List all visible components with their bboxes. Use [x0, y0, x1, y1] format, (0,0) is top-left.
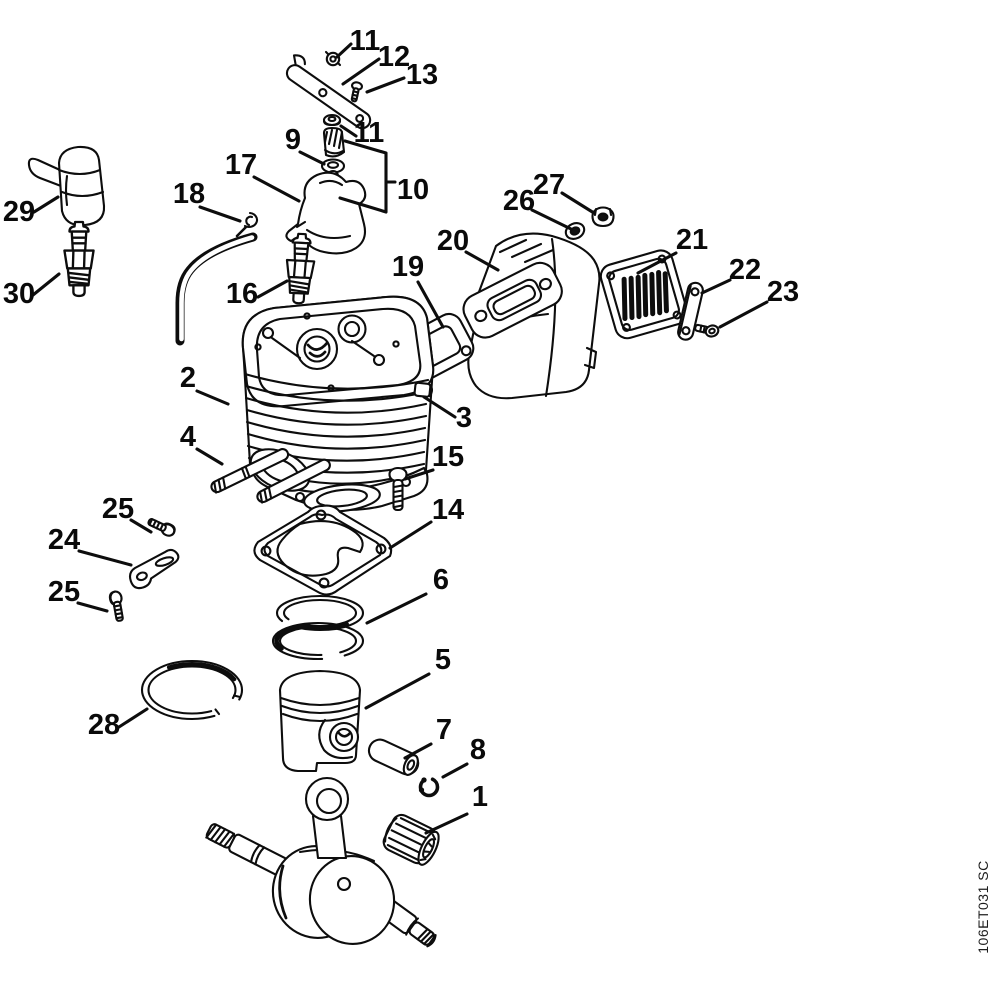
- leader-line: [129, 518, 153, 534]
- callout-2: 2: [180, 362, 196, 394]
- leader-line: [403, 742, 433, 760]
- callout-19: 19: [392, 251, 424, 283]
- clamp-bracket: [128, 548, 180, 590]
- callout-3: 3: [456, 402, 472, 434]
- callout-28: 28: [88, 709, 120, 741]
- pin-circlip: [418, 776, 440, 798]
- leader-line: [636, 251, 678, 275]
- callout-labels: 11 12 13 9 11 10 17 18 29 26 27 20 21 19…: [3, 25, 799, 813]
- cylinder: [241, 295, 435, 513]
- valve-body: [322, 126, 346, 158]
- leader-line: [422, 395, 457, 419]
- muffler: [462, 232, 601, 400]
- callout-6: 6: [433, 564, 449, 596]
- callout-10: 10: [397, 174, 429, 206]
- leader-line: [252, 175, 301, 203]
- callout-11-valve: 11: [354, 117, 385, 149]
- screen-bracket: [677, 281, 704, 341]
- leader-line: [700, 278, 732, 295]
- base-gasket: [253, 504, 393, 596]
- spark-arrestor-screen: [599, 249, 689, 340]
- leader-line: [256, 279, 289, 299]
- leader-line: [198, 205, 242, 223]
- piston-rings: [271, 594, 365, 661]
- leader-line: [718, 300, 769, 329]
- leader-line: [364, 672, 431, 710]
- callout-27: 27: [533, 169, 565, 201]
- muffler-washer: [564, 222, 586, 240]
- callout-8: 8: [470, 734, 486, 766]
- leader-line: [424, 812, 469, 835]
- stud-pin: [210, 448, 290, 494]
- leader-line: [388, 520, 433, 550]
- callout-26: 26: [503, 185, 535, 217]
- spark-plug-left: [63, 220, 95, 298]
- callout-1: 1: [472, 781, 488, 813]
- leader-line: [77, 549, 133, 567]
- callout-24: 24: [48, 524, 80, 556]
- callout-18: 18: [173, 178, 205, 210]
- leader-line: [31, 272, 61, 297]
- callout-12: 12: [378, 41, 410, 73]
- piston: [278, 669, 362, 773]
- crankshaft: [205, 776, 437, 948]
- bracket-strip: [285, 54, 372, 130]
- callout-29: 29: [3, 196, 35, 228]
- leader-line: [341, 57, 381, 86]
- screen-screw: [694, 323, 720, 338]
- callout-23: 23: [767, 276, 799, 308]
- leader-lines: [31, 42, 769, 835]
- leader-line: [117, 707, 149, 729]
- callout-22: 22: [729, 254, 761, 286]
- callout-11-top: 11: [350, 25, 381, 57]
- leader-bracket: [338, 139, 397, 214]
- valve-nut: [322, 113, 342, 127]
- bracket-screw: [350, 81, 363, 103]
- clamp-screw-lower: [108, 590, 124, 622]
- leader-line: [365, 76, 406, 94]
- callout-15: 15: [432, 441, 464, 473]
- leader-line: [32, 195, 60, 214]
- callout-25-lower: 25: [48, 576, 80, 608]
- wrist-pin: [367, 738, 420, 776]
- cylinder-screw: [388, 466, 408, 512]
- spark-plug-boot-left: [27, 145, 106, 227]
- leader-line: [464, 250, 500, 272]
- retaining-ring: [140, 659, 244, 721]
- stud-pin-lower: [256, 458, 331, 504]
- callout-13: 13: [406, 59, 438, 91]
- muffler-nut: [591, 206, 615, 228]
- leader-line: [530, 208, 573, 231]
- leader-line: [403, 468, 435, 481]
- leader-line: [335, 42, 353, 59]
- callout-7: 7: [436, 714, 452, 746]
- leader-line: [560, 191, 596, 215]
- callout-30: 30: [3, 278, 35, 310]
- callout-20: 20: [437, 225, 469, 257]
- figure-id-watermark: 106ET031 SC: [975, 860, 991, 953]
- spark-plug: [283, 232, 317, 306]
- boot-clip: [235, 211, 259, 238]
- leader-line: [298, 150, 326, 166]
- leader-line: [76, 601, 109, 613]
- plug-wire: [175, 232, 258, 346]
- bracket-nut-upper: [324, 50, 342, 67]
- callout-9: 9: [285, 124, 301, 156]
- callout-16: 16: [226, 278, 258, 310]
- leader-line: [416, 280, 445, 329]
- needle-bearing: [382, 813, 440, 866]
- leader-line: [195, 447, 224, 466]
- callout-25-upper: 25: [102, 493, 134, 525]
- leader-line: [365, 592, 428, 625]
- clamp-screw-upper: [147, 517, 176, 537]
- leader-line: [339, 124, 358, 138]
- leader-line: [195, 389, 230, 406]
- callout-5: 5: [435, 644, 451, 676]
- callout-21: 21: [676, 224, 708, 256]
- leader-line: [441, 762, 469, 779]
- callout-17: 17: [225, 149, 257, 181]
- callout-4: 4: [180, 421, 196, 453]
- callout-14: 14: [432, 494, 464, 526]
